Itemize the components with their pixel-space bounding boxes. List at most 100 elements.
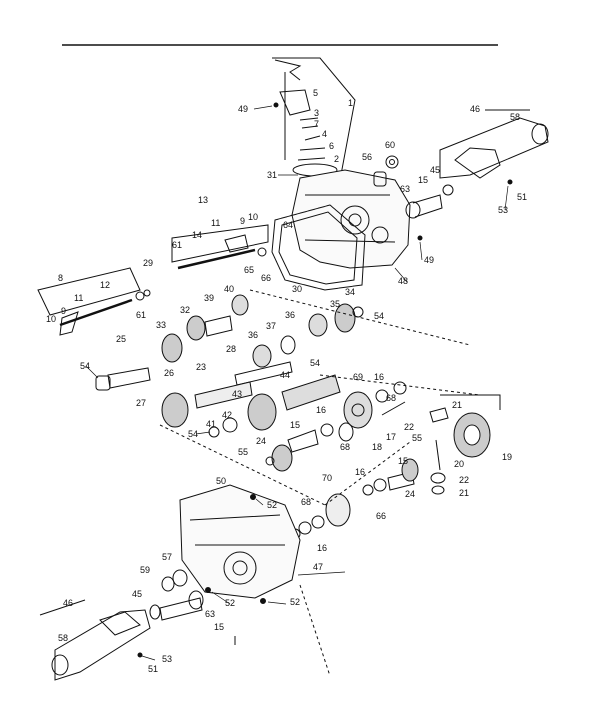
label-47: 47 [313,562,323,572]
label-22a: 22 [404,422,414,432]
label-52c: 52 [290,597,300,607]
label-5: 5 [313,88,318,98]
label-4: 4 [322,129,327,139]
label-44: 44 [280,370,290,380]
shift-rod-assembly-8 [37,267,151,336]
label-43: 43 [232,389,242,399]
label-52b: 52 [225,598,235,608]
lower-housing [179,484,301,599]
label-16a: 16 [374,372,384,382]
label-54d: 54 [188,429,198,439]
label-14: 14 [192,230,202,240]
part-labels: 1 2 3 4 5 6 7 8 9 9 10 10 11 11 12 13 14… [46,88,527,674]
label-45a: 45 [430,165,440,175]
label-11b: 11 [211,218,220,228]
label-53b: 53 [162,654,172,664]
label-30: 30 [292,284,302,294]
label-26: 26 [164,368,174,378]
label-24b: 24 [405,489,415,499]
label-60: 60 [385,140,395,150]
label-55b: 55 [412,433,422,443]
label-41: 41 [206,419,216,429]
label-52a: 52 [267,500,277,510]
lower-shaft-15 [362,458,419,496]
label-42: 42 [222,410,232,420]
label-39: 39 [204,293,214,303]
label-16c: 16 [355,467,365,477]
label-7: 7 [314,119,319,129]
label-46b: 46 [63,598,73,608]
label-45b: 45 [132,589,142,599]
label-16d: 16 [317,543,327,553]
label-55a: 55 [238,447,248,457]
label-31: 31 [267,170,277,180]
label-3: 3 [314,108,319,118]
label-68b: 68 [340,442,350,452]
label-54a: 54 [374,311,384,321]
label-54c: 54 [310,358,320,368]
label-50: 50 [216,476,226,486]
label-21a: 21 [452,400,462,410]
shift-rod-assembly-13 [171,224,269,270]
bearings-lower [149,569,204,621]
right-axle-upper [439,109,549,179]
label-29: 29 [143,258,153,268]
label-15d: 15 [214,622,224,632]
dashed-guides [159,289,481,677]
label-70: 70 [322,473,332,483]
label-46a: 46 [470,104,480,114]
label-61b: 61 [136,310,146,320]
label-15a: 15 [418,175,428,185]
gear-70-assembly [289,493,351,540]
label-12: 12 [100,280,110,290]
label-1: 1 [348,98,353,108]
gear-cluster-upper [161,294,364,368]
label-54b: 54 [80,361,90,371]
shift-lever-assembly [272,57,356,181]
label-15b: 15 [290,420,300,430]
label-68c: 68 [301,497,311,507]
gear-24-assembly [265,429,319,472]
label-65: 65 [244,265,254,275]
label-22b: 22 [459,475,469,485]
label-16b: 16 [316,405,326,415]
gear-69-assembly [320,381,407,442]
label-51a: 51 [517,192,527,202]
label-66a: 66 [261,273,271,283]
label-9b: 9 [240,216,245,226]
label-51b: 51 [148,664,158,674]
label-37: 37 [266,321,276,331]
spline-shaft-44 [281,374,341,411]
label-59: 59 [140,565,150,575]
gasket [271,204,366,291]
label-56: 56 [362,152,372,162]
label-27: 27 [136,398,146,408]
label-58b: 58 [58,633,68,643]
label-63a: 63 [400,184,410,194]
leader-lines [85,105,509,661]
label-32: 32 [180,305,190,315]
label-20: 20 [454,459,464,469]
label-33: 33 [156,320,166,330]
label-19: 19 [502,452,512,462]
label-68a: 68 [386,393,396,403]
label-36a: 36 [248,330,258,340]
label-36b: 36 [285,310,295,320]
label-2: 2 [334,154,339,164]
label-23: 23 [196,362,206,372]
label-58a: 58 [510,112,520,122]
countershaft-25 [95,367,151,391]
label-17: 17 [386,432,396,442]
label-10a: 10 [46,314,56,324]
label-10b: 10 [248,212,258,222]
label-15c: 15 [398,456,408,466]
label-69: 69 [353,372,363,382]
label-64: 64 [283,220,293,230]
fasteners [137,102,513,658]
main-shaft-28 [161,361,293,428]
label-49b: 49 [424,255,434,265]
label-24a: 24 [256,436,266,446]
left-axle-lower [39,599,151,681]
label-66b: 66 [376,511,386,521]
label-18: 18 [372,442,382,452]
